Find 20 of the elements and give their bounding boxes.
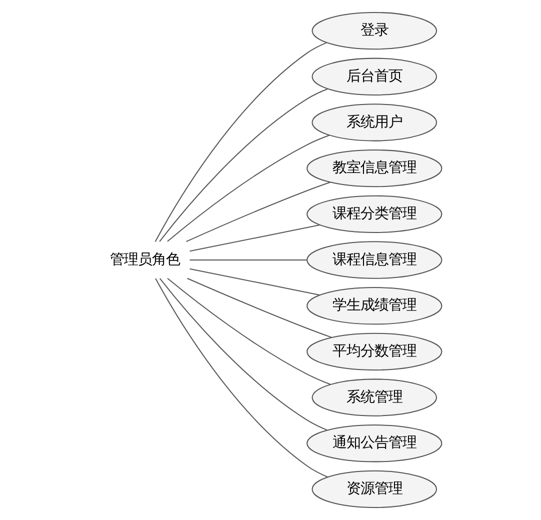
- connector: [154, 278, 328, 478]
- node-ellipse: 课程分类管理: [306, 195, 442, 233]
- connector: [166, 278, 330, 385]
- node-ellipse: 学生成绩管理: [306, 287, 442, 325]
- node-ellipse: 资源管理: [311, 470, 437, 508]
- node-ellipse: 通知公告管理: [306, 424, 442, 462]
- connector: [166, 134, 329, 242]
- node-ellipse: 平均分数管理: [306, 332, 442, 371]
- node-ellipse: 登录: [311, 12, 437, 50]
- connector: [186, 278, 332, 338]
- node-text: 管理员角色: [109, 252, 180, 268]
- connector: [189, 268, 320, 296]
- node-ellipse: 系统管理: [311, 378, 437, 416]
- node-ellipse: 系统用户: [311, 104, 437, 142]
- node-ellipse: 教室信息管理: [306, 149, 442, 188]
- connector: [189, 224, 320, 252]
- connector: [186, 182, 330, 242]
- connector: [158, 278, 327, 431]
- node-ellipse: 后台首页: [311, 58, 437, 96]
- node-ellipse: 课程信息管理: [306, 241, 442, 279]
